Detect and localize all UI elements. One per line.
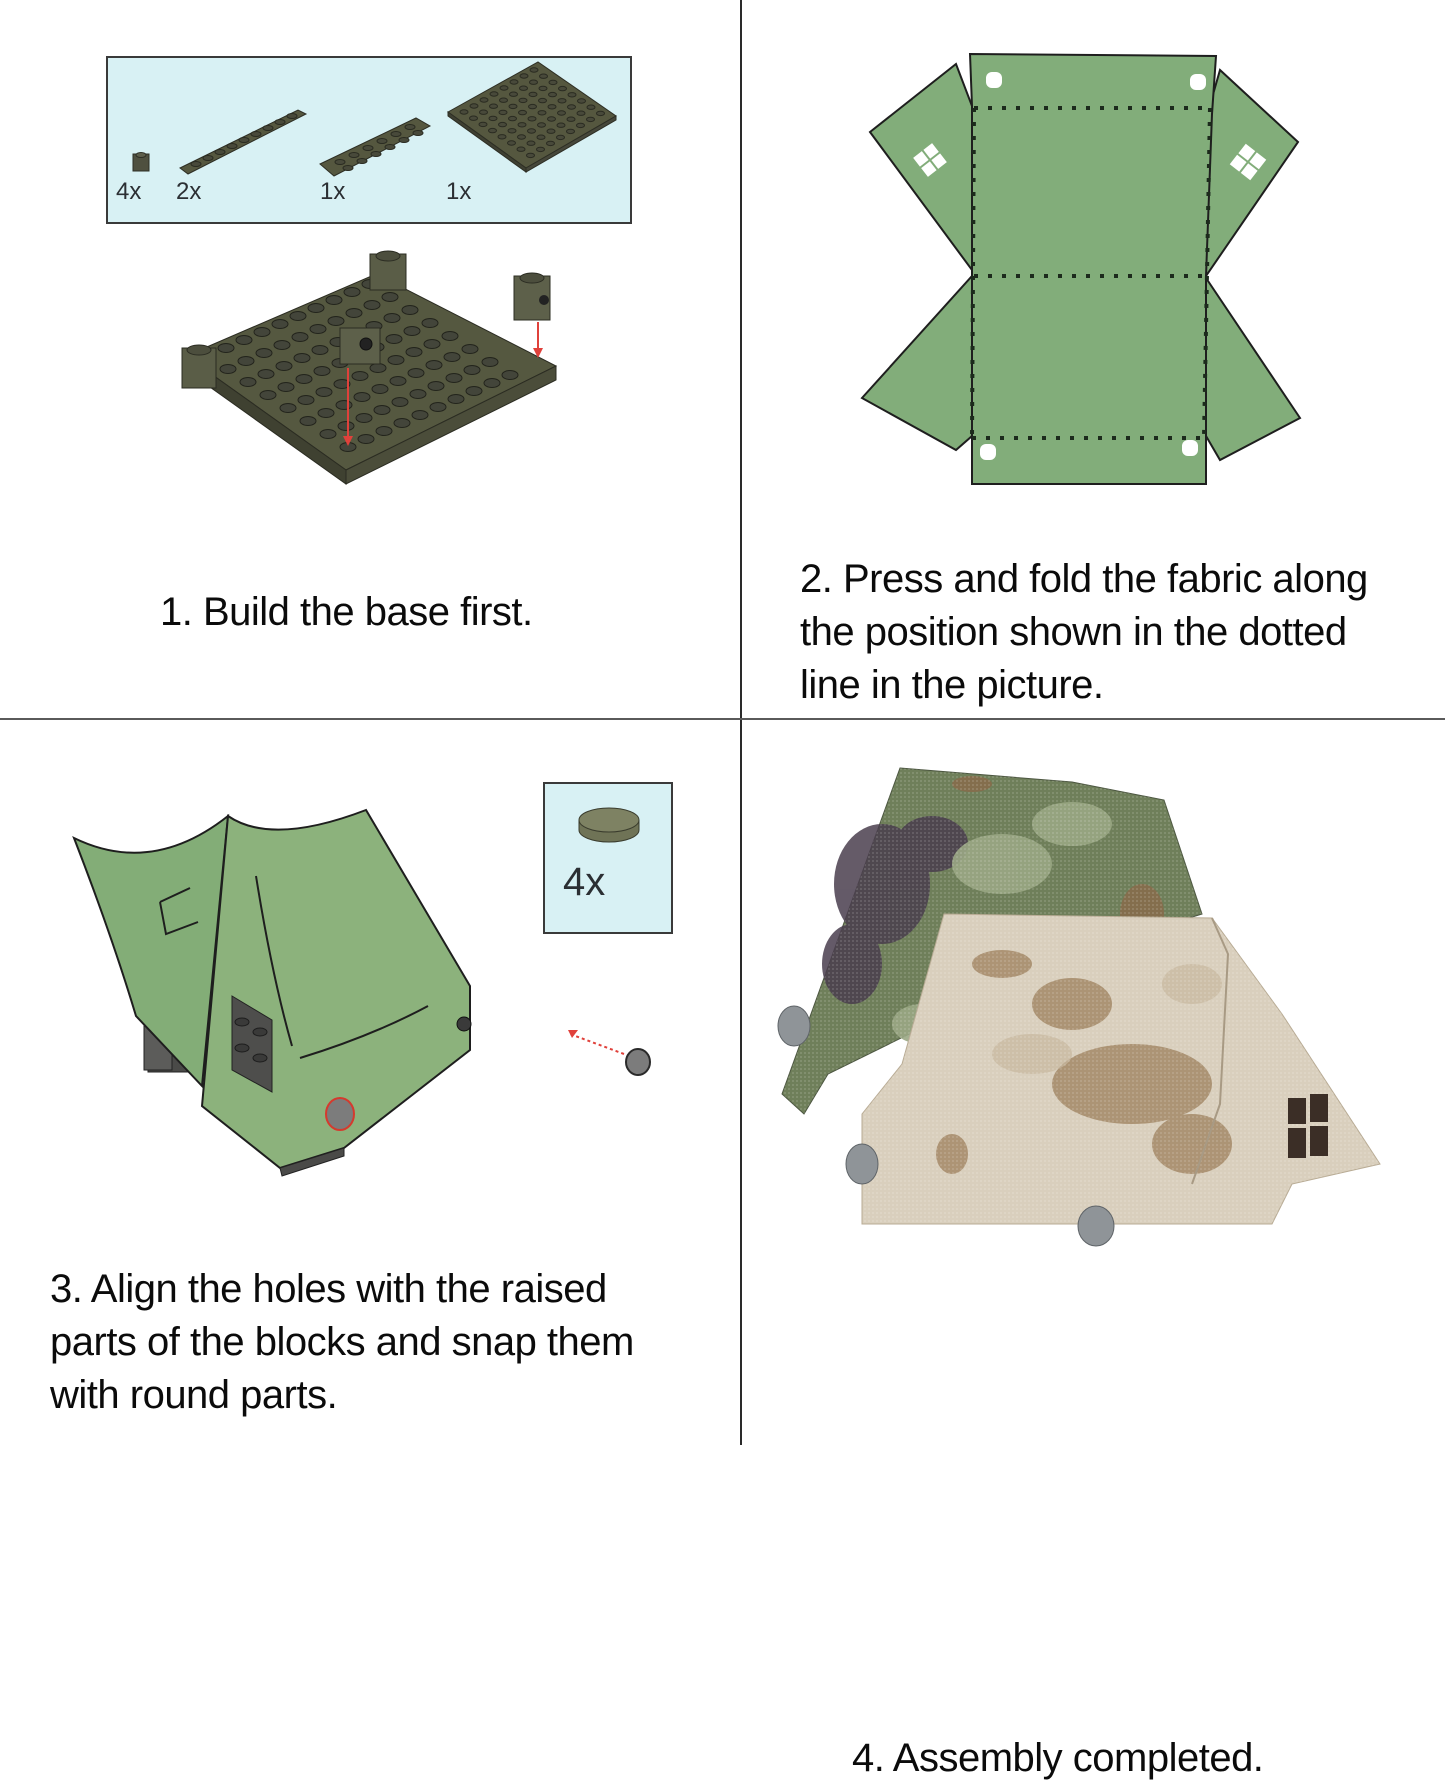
round-tile-icon: [578, 807, 640, 843]
caption-line: line in the picture.: [800, 663, 1104, 707]
step-2-panel: 2. Press and fold the fabric along the p…: [742, 0, 1445, 718]
base-assembly-illustration: [181, 250, 558, 485]
fabric-fold-diagram: [860, 52, 1302, 485]
step-3-caption: 3. Align the holes with the raised parts…: [50, 1263, 634, 1422]
part-qty-label: 4x: [116, 178, 142, 205]
caption-line: with round parts.: [50, 1373, 338, 1417]
part-qty-label: 4x: [563, 860, 606, 904]
step-3-parts-list: 4x: [543, 782, 673, 934]
step-1-parts-list: 4x 2x 1x 1x: [106, 56, 632, 224]
step-1-panel: 4x 2x 1x 1x 1. Build the base first.: [0, 0, 740, 718]
plate-8x8-icon: [447, 61, 617, 173]
step-1-caption: 1. Build the base first.: [160, 590, 533, 634]
caption-line: 2. Press and fold the fabric along: [800, 557, 1368, 601]
vertical-divider: [740, 0, 742, 1445]
part-qty-label: 1x: [320, 178, 346, 205]
caption-line: parts of the blocks and snap them: [50, 1320, 634, 1364]
step-2-caption: 2. Press and fold the fabric along the p…: [800, 553, 1368, 712]
plate-1x10-icon: [179, 109, 308, 175]
caption-line: the position shown in the dotted: [800, 610, 1347, 654]
horizontal-divider: [0, 718, 1445, 720]
part-qty-label: 2x: [176, 178, 202, 205]
completed-tents-photo: [777, 767, 1381, 1247]
tent-attach-illustration: [72, 808, 651, 1177]
brick-1x1-icon: [132, 152, 150, 172]
caption-line: 3. Align the holes with the raised: [50, 1267, 607, 1311]
step-4-caption: 4. Assembly completed.: [852, 1736, 1264, 1780]
plate-2x6-icon: [319, 117, 432, 177]
step-4-panel: 4. Assembly completed.: [742, 720, 1445, 1780]
part-qty-label: 1x: [446, 178, 472, 205]
step-3-panel: 4x 3. Align the holes wi: [0, 720, 740, 1445]
